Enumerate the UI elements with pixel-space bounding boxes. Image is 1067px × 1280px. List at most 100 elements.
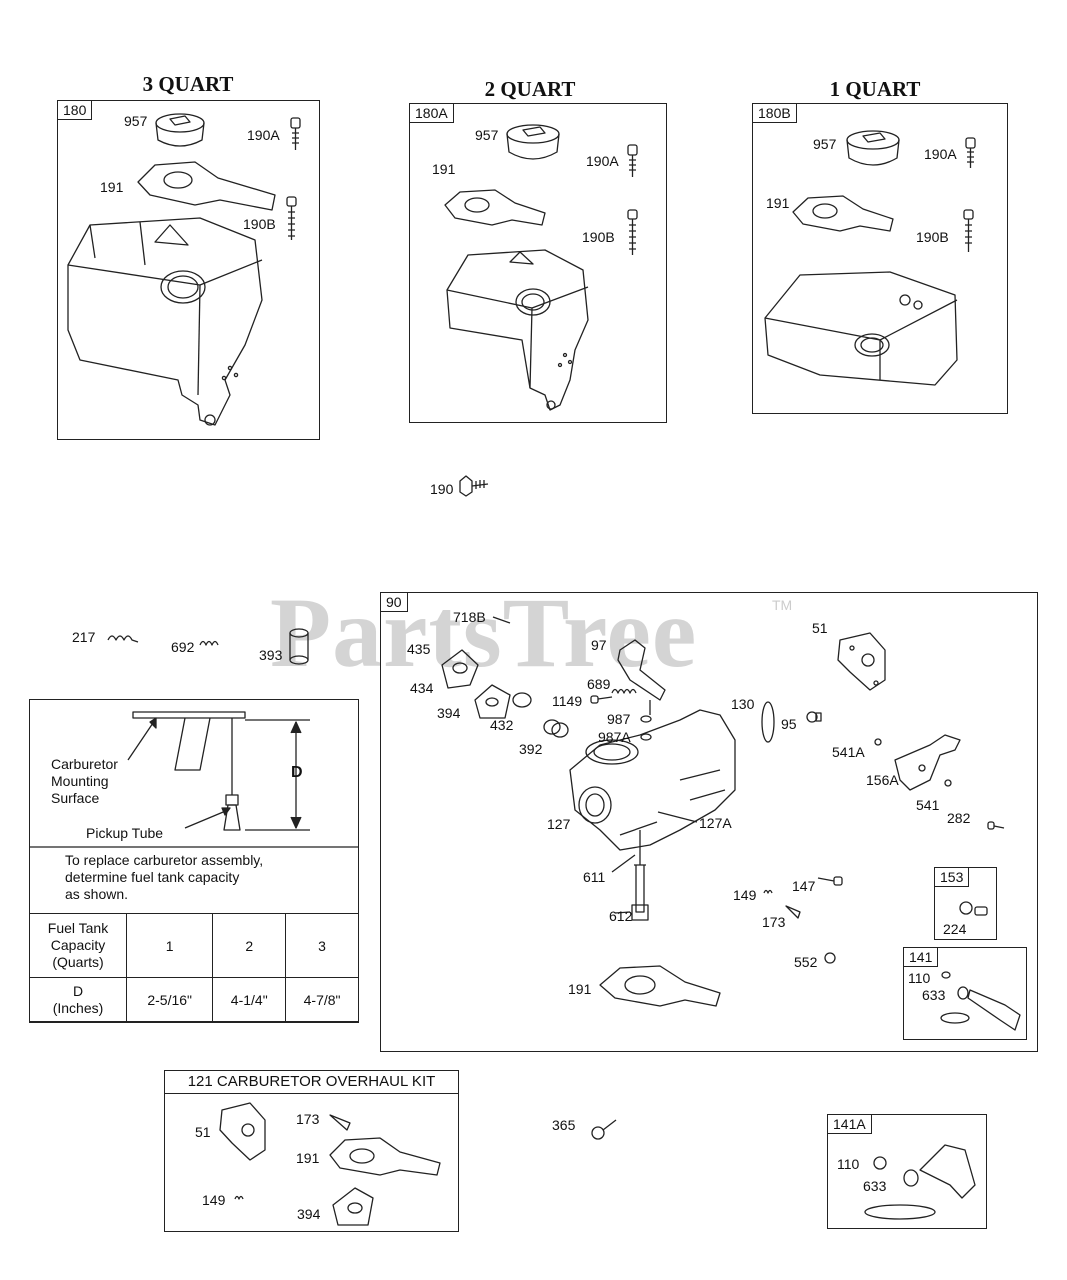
gasket-191-1q-icon — [792, 195, 894, 232]
bolt-365-icon — [591, 1119, 617, 1140]
kit-spring-149-icon — [234, 1195, 244, 1200]
label-191: 191 — [568, 981, 592, 997]
label-191: 191 — [766, 195, 790, 211]
tank-2-quart-icon — [446, 249, 589, 411]
capacity-2: 2 — [212, 913, 287, 978]
label-191: 191 — [432, 161, 456, 177]
label-394: 394 — [437, 705, 461, 721]
gasket-51-icon — [837, 632, 886, 691]
carburetor-body-icon — [569, 709, 736, 921]
kit-gasket-51-icon — [219, 1102, 266, 1161]
box-141a-tag: 141A — [828, 1115, 872, 1134]
label-191: 191 — [296, 1150, 320, 1166]
label-957: 957 — [475, 127, 499, 143]
label-987a: 987A — [598, 729, 631, 745]
title-3-quart: 3 QUART — [142, 72, 234, 96]
label-51: 51 — [195, 1124, 211, 1140]
d-value-3: 4-7/8" — [285, 977, 359, 1022]
box-90: 90 — [380, 592, 1038, 1052]
box-141-tag: 141 — [904, 948, 939, 967]
spring-689-icon — [611, 688, 637, 694]
pickup-tube-label: Pickup Tube — [86, 825, 164, 841]
label-612: 612 — [609, 908, 633, 924]
filter-393-icon — [289, 628, 309, 665]
clip-541-icon — [944, 779, 952, 787]
part-95-icon — [806, 711, 822, 723]
spring-392-icon — [543, 719, 569, 738]
capacity-1: 1 — [125, 913, 214, 978]
clip-541a-icon — [874, 738, 882, 746]
box-141: 141 — [903, 947, 1027, 1040]
d-value-2: 4-1/4" — [212, 977, 287, 1022]
label-127: 127 — [547, 816, 571, 832]
gasket-191-2q-icon — [444, 189, 546, 226]
gasket-394-icon — [474, 684, 511, 719]
label-190: 190 — [430, 481, 454, 497]
cap-957-1q-icon — [846, 130, 900, 166]
watermark: PartsTree — [270, 577, 698, 688]
box-90-tag: 90 — [381, 593, 408, 612]
box-153: 153 — [934, 867, 997, 940]
label-190a: 190A — [586, 153, 619, 169]
screw-190b-icon — [286, 196, 297, 240]
label-393: 393 — [259, 647, 283, 663]
label-147: 147 — [792, 878, 816, 894]
label-394: 394 — [297, 1206, 321, 1222]
capacity-header: Fuel Tank Capacity (Quarts) — [29, 913, 127, 978]
box-180: 180 — [57, 100, 320, 440]
screw-190b-2q-icon — [627, 209, 638, 255]
carb-surface-label: Carburetor Mounting Surface — [51, 756, 118, 806]
label-957: 957 — [124, 113, 148, 129]
box-180b: 180B — [752, 103, 1008, 414]
label-718b: 718B — [453, 609, 486, 625]
label-190b: 190B — [243, 216, 276, 232]
washer-987-icon — [640, 715, 652, 723]
capacity-3: 3 — [285, 913, 359, 978]
label-173: 173 — [296, 1111, 320, 1127]
dimension-d-label: D — [291, 764, 303, 781]
title-1-quart: 1 QUART — [829, 77, 921, 101]
label-392: 392 — [519, 741, 543, 757]
label-282: 282 — [947, 810, 971, 826]
label-1149: 1149 — [552, 693, 583, 709]
washer-987a-icon — [640, 733, 652, 741]
box-180-tag: 180 — [58, 101, 93, 120]
needle-173-icon — [785, 905, 801, 919]
label-127a: 127A — [699, 815, 732, 831]
kit-needle-173-icon — [329, 1114, 351, 1131]
replace-note: To replace carburetor assembly, determin… — [65, 852, 264, 902]
label-224: 224 — [943, 921, 967, 937]
valve-130-icon — [761, 701, 775, 743]
lever-156a-icon — [894, 734, 961, 791]
label-51: 51 — [812, 620, 828, 636]
kit-gasket-394-icon — [332, 1187, 374, 1226]
screw-190a-2q-icon — [627, 144, 638, 177]
spring-692-icon — [199, 640, 219, 646]
label-190b: 190B — [916, 229, 949, 245]
pickup-diagram-icon — [127, 711, 310, 831]
cap-957-2q-icon — [506, 124, 560, 160]
shaft-141a-icon — [864, 1144, 976, 1220]
label-149: 149 — [733, 887, 757, 903]
label-633: 633 — [922, 987, 946, 1003]
gasket-191-carb-icon — [599, 965, 721, 1007]
label-611: 611 — [583, 869, 606, 885]
screw-282-icon — [987, 821, 1005, 830]
label-190a: 190A — [924, 146, 957, 162]
part-224-icon — [959, 901, 988, 916]
screw-1149-icon — [590, 695, 613, 704]
screw-190b-1q-icon — [963, 209, 974, 252]
box-kit — [164, 1070, 459, 1232]
label-95: 95 — [781, 716, 797, 732]
label-97: 97 — [591, 637, 607, 653]
fuel-tank-table: Fuel Tank Capacity (Quarts) 1 2 3 D (Inc… — [29, 913, 359, 1022]
label-432: 432 — [490, 717, 514, 733]
cap-957-icon — [155, 113, 205, 147]
label-633: 633 — [863, 1178, 887, 1194]
title-2-quart: 2 QUART — [484, 77, 576, 101]
box-180a: 180A — [409, 103, 667, 423]
d-value-1: 2-5/16" — [125, 977, 214, 1022]
label-156a: 156A — [866, 772, 899, 788]
bolt-190-icon — [459, 475, 489, 497]
